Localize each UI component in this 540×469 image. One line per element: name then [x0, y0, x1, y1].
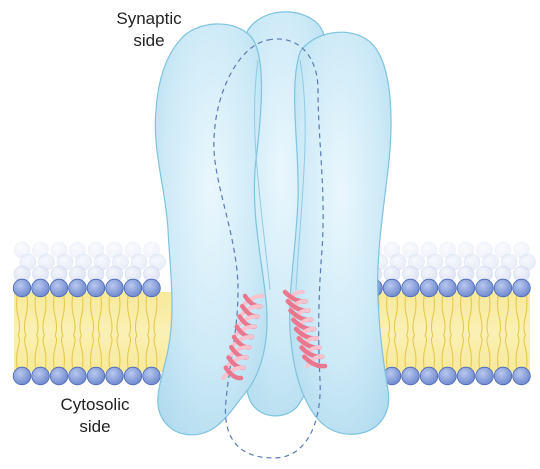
cytosolic-side-label: Cytosolic side — [40, 394, 150, 438]
subunit-left — [155, 24, 267, 435]
subunit-right — [290, 32, 391, 434]
lipid-head — [87, 279, 105, 297]
lipid-head — [50, 367, 68, 385]
lipid-head — [402, 279, 420, 297]
lipid-head — [439, 367, 457, 385]
lipid-head — [476, 367, 494, 385]
lipid-head — [513, 367, 531, 385]
lipid-head — [69, 367, 87, 385]
lipid-head — [383, 279, 401, 297]
lipid-head — [420, 367, 438, 385]
lipid-head — [124, 367, 142, 385]
lipid-head — [439, 279, 457, 297]
lipid-head — [494, 367, 512, 385]
cytosolic-label-line2: side — [40, 416, 150, 438]
lipid-head — [50, 279, 68, 297]
lipid-head — [69, 279, 87, 297]
channel-protein — [155, 12, 391, 435]
lipid-head — [402, 367, 420, 385]
lipid-head — [13, 279, 31, 297]
lipid-head — [124, 279, 142, 297]
lipid-head — [32, 367, 50, 385]
lipid-head — [32, 279, 50, 297]
lipid-head — [513, 279, 531, 297]
lipid-head — [476, 279, 494, 297]
synaptic-label-line1: Synaptic — [94, 8, 204, 30]
lipid-head — [494, 279, 512, 297]
cytosolic-label-line1: Cytosolic — [40, 394, 150, 416]
lipid-head — [106, 279, 124, 297]
lipid-head — [87, 367, 105, 385]
lipid-head — [457, 367, 475, 385]
synaptic-label-line2: side — [94, 30, 204, 52]
lipid-head — [457, 279, 475, 297]
lipid-head — [106, 367, 124, 385]
lipid-head — [420, 279, 438, 297]
lipid-head — [13, 367, 31, 385]
lipid-head — [143, 367, 161, 385]
lipid-head — [143, 279, 161, 297]
synaptic-side-label: Synaptic side — [94, 8, 204, 52]
